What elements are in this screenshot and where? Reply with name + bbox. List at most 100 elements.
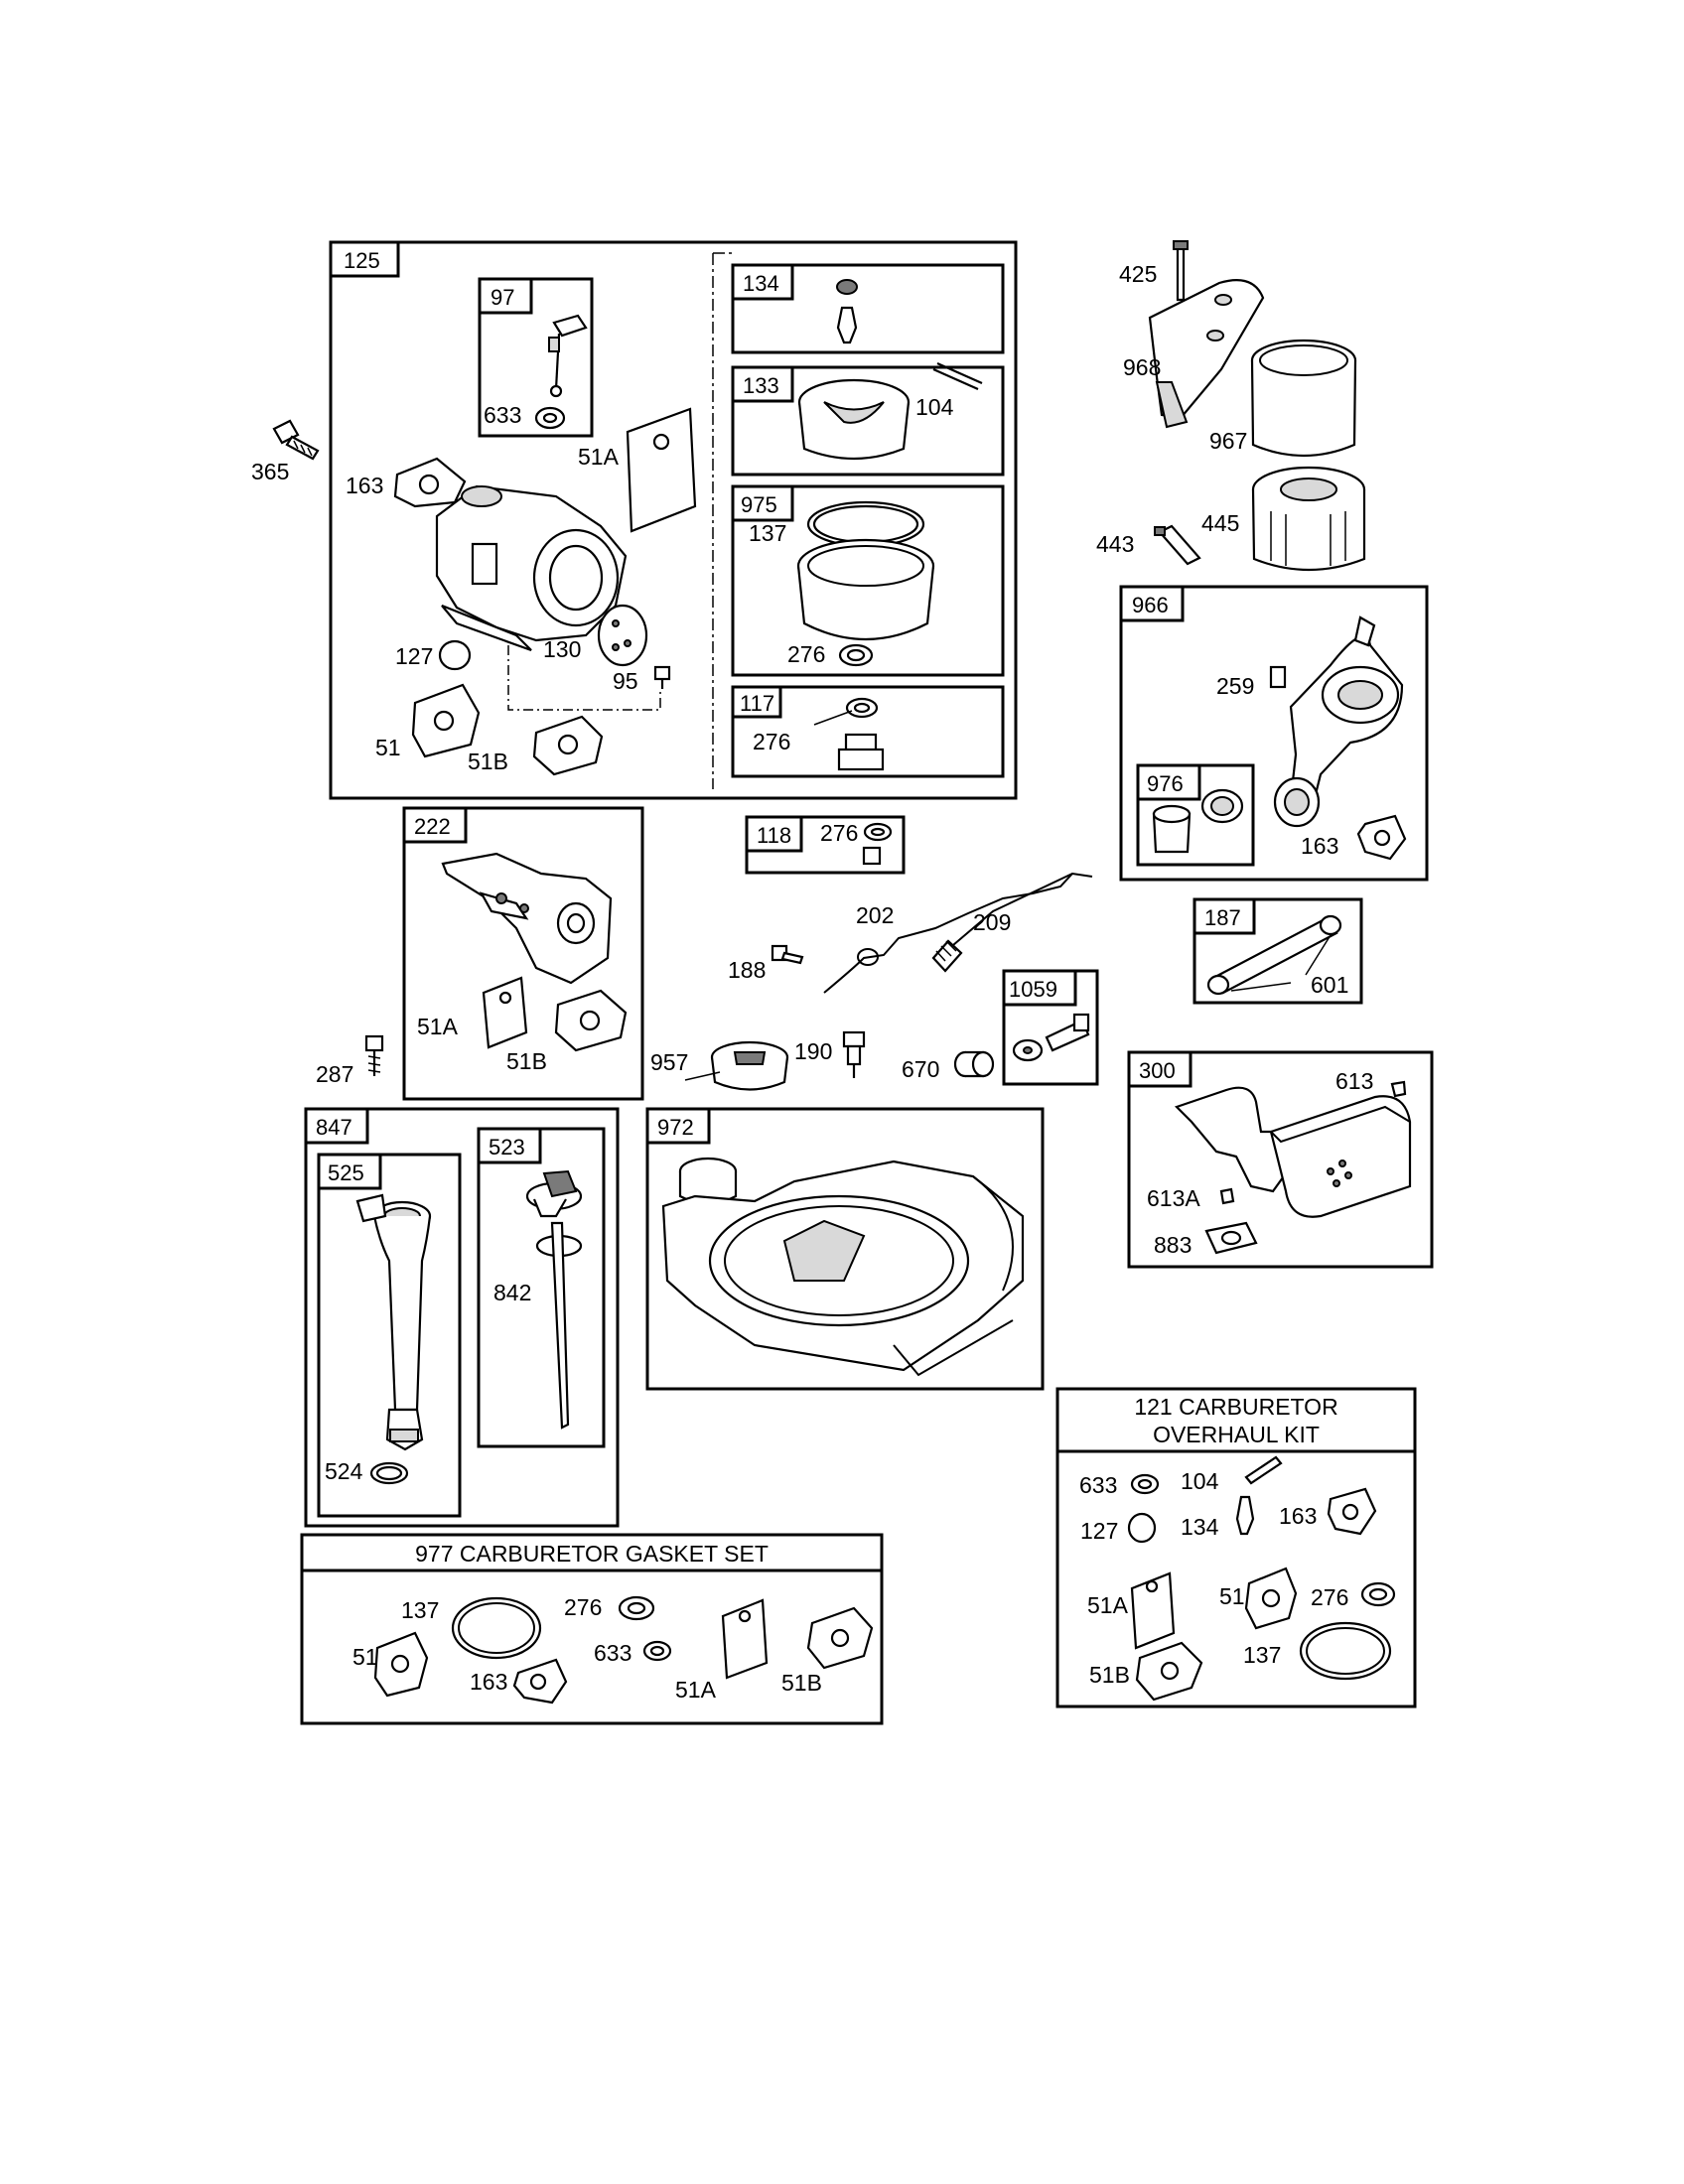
box-label-966: 966 xyxy=(1132,593,1169,617)
group-121-overhaul-kit: 121 CARBURETOR OVERHAUL KIT 633 104 127 … xyxy=(1055,1387,1417,1708)
screw-part-613 xyxy=(1390,1080,1407,1098)
plug-part-127 xyxy=(438,639,472,671)
label-968: 968 xyxy=(1123,354,1161,380)
bushing-part-670 xyxy=(953,1050,995,1078)
kit-label-163: 163 xyxy=(1279,1503,1317,1529)
label-209: 209 xyxy=(973,909,1011,935)
box-label-133: 133 xyxy=(743,373,779,398)
set-label-51A: 51A xyxy=(675,1677,717,1703)
group-187-tube: 187 xyxy=(1193,897,1363,1005)
group-300-muffler: 300 613 613A 883 xyxy=(1127,1050,1434,1269)
screw-part-190 xyxy=(842,1030,866,1078)
label-287: 287 xyxy=(316,1061,353,1087)
group-125-carburetor: 125 97 633 51A 163 xyxy=(329,240,1018,800)
label-425: 425 xyxy=(1119,261,1157,287)
bolt-part-425 xyxy=(1176,243,1186,302)
label-276: 276 xyxy=(787,641,825,667)
box-label-976: 976 xyxy=(1147,771,1184,796)
governor-link-part-202 xyxy=(823,873,1073,994)
group-1059-shoulder-screw: 1059 xyxy=(1002,969,1099,1086)
set-label-163: 163 xyxy=(470,1669,507,1695)
label-276-c: 276 xyxy=(820,820,858,846)
cap-part-957 xyxy=(684,1040,789,1091)
label-601: 601 xyxy=(1311,972,1348,998)
label-443: 443 xyxy=(1096,531,1134,557)
set-label-137: 137 xyxy=(401,1597,439,1623)
box-label-972: 972 xyxy=(657,1115,694,1140)
kit-label-633: 633 xyxy=(1079,1472,1117,1498)
gasket-set-title: 977 CARBURETOR GASKET SET xyxy=(415,1541,769,1567)
box-label-847: 847 xyxy=(316,1115,352,1140)
label-883: 883 xyxy=(1154,1232,1192,1258)
set-label-633: 633 xyxy=(594,1640,632,1666)
kit-label-127: 127 xyxy=(1080,1518,1118,1544)
label-51A: 51A xyxy=(578,444,620,470)
group-972-blower-housing: 972 xyxy=(645,1107,1045,1391)
label-445: 445 xyxy=(1201,510,1239,536)
label-633: 633 xyxy=(484,402,521,428)
set-label-276: 276 xyxy=(564,1594,602,1620)
gasket-part-51A-b xyxy=(482,976,528,1049)
kit-label-51A: 51A xyxy=(1087,1592,1129,1618)
label-613: 613 xyxy=(1335,1068,1373,1094)
diaphragm-part-130 xyxy=(597,604,648,667)
label-163-b: 163 xyxy=(1301,833,1338,859)
label-51: 51 xyxy=(375,735,401,760)
screw-part-287 xyxy=(364,1034,384,1076)
pre-filter-part-967 xyxy=(1250,339,1357,458)
label-967: 967 xyxy=(1209,428,1247,454)
screw-part-95 xyxy=(653,665,671,689)
group-966-air-cleaner-base: 966 259 976 163 xyxy=(1119,585,1429,882)
box-label-117: 117 xyxy=(740,691,774,716)
box-label-1059: 1059 xyxy=(1009,977,1057,1002)
box-label-187: 187 xyxy=(1204,905,1241,930)
breather-part-259 xyxy=(1269,665,1287,689)
label-190: 190 xyxy=(794,1038,832,1064)
blower-housing-part xyxy=(661,1157,1025,1377)
stud-part-443 xyxy=(1154,524,1201,566)
kit-label-137: 137 xyxy=(1243,1642,1281,1668)
label-524: 524 xyxy=(325,1458,363,1484)
bowl-nut-part xyxy=(837,733,885,771)
box-label-975: 975 xyxy=(741,492,777,517)
label-137: 137 xyxy=(749,520,786,546)
kit-label-51: 51 xyxy=(1219,1583,1245,1609)
label-957: 957 xyxy=(650,1049,688,1075)
float-bowl xyxy=(796,538,935,641)
label-365: 365 xyxy=(251,459,289,484)
float-part-133 xyxy=(797,378,911,461)
label-259: 259 xyxy=(1216,673,1254,699)
label-130: 130 xyxy=(543,636,581,662)
kit-label-104: 104 xyxy=(1181,1468,1219,1494)
box-label-222: 222 xyxy=(414,814,451,839)
kit-label-51B: 51B xyxy=(1089,1662,1130,1688)
pin-part-104 xyxy=(932,367,979,391)
label-104: 104 xyxy=(915,394,954,420)
overhaul-kit-title-line-1: 121 CARBURETOR xyxy=(1134,1394,1337,1420)
box-label-97: 97 xyxy=(491,285,514,310)
dipstick-tube-part-525 xyxy=(355,1193,432,1451)
carburetor-body xyxy=(435,484,628,652)
box-label-300: 300 xyxy=(1139,1058,1176,1083)
set-label-51: 51 xyxy=(352,1644,378,1670)
air-cleaner-group: 425 968 967 445 443 xyxy=(1096,240,1366,572)
overhaul-kit-title-line-2: OVERHAUL KIT xyxy=(1153,1422,1320,1447)
choke-shaft-part-97 xyxy=(548,314,588,398)
governor-spring-part-209 xyxy=(931,872,1093,973)
gasket-part-51A xyxy=(626,407,697,533)
filter-cartridge-part-445 xyxy=(1251,466,1366,572)
breather-tube-part-976 xyxy=(1152,788,1244,854)
needle-part-134 xyxy=(836,279,858,344)
group-847-dipstick: 847 525 524 523 842 xyxy=(304,1107,620,1528)
label-188: 188 xyxy=(728,957,766,983)
label-842: 842 xyxy=(493,1280,531,1305)
group-977-gasket-set: 977 CARBURETOR GASKET SET 137 276 51 163… xyxy=(300,1533,884,1725)
label-202: 202 xyxy=(856,902,894,928)
label-670: 670 xyxy=(902,1056,939,1082)
label-51B: 51B xyxy=(468,749,508,774)
kit-label-134: 134 xyxy=(1181,1514,1219,1540)
label-95: 95 xyxy=(613,668,638,694)
label-51B-b: 51B xyxy=(506,1048,547,1074)
